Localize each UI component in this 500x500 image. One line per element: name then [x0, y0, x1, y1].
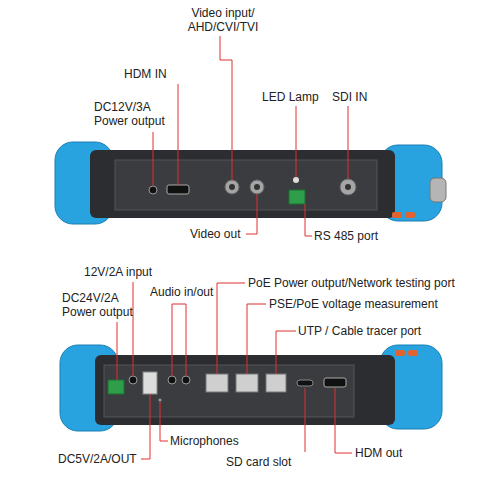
button — [405, 212, 415, 218]
microphone — [159, 399, 162, 402]
leader-line — [160, 402, 168, 441]
callout-label: Microphones — [170, 434, 239, 448]
callout-label: DC5V/2A/OUT — [58, 452, 137, 466]
callout-label: DC24V/2A Power output — [62, 291, 136, 319]
port-panel — [115, 160, 377, 210]
callout-label: UTP / Cable tracer port — [298, 324, 421, 338]
terminal-block — [108, 380, 124, 394]
callout-label: PoE Power output/Network testing port — [248, 276, 455, 290]
callout-label: 12V/2A input — [84, 265, 152, 279]
leader-line — [217, 283, 245, 374]
leader-line — [305, 388, 306, 452]
leader-line — [172, 304, 186, 376]
callout-label: LED Lamp — [262, 90, 319, 104]
leader-line — [246, 194, 257, 234]
leader-line — [153, 132, 154, 186]
leader-line — [335, 388, 352, 453]
leader-line — [305, 204, 312, 236]
callout-label: HDM IN — [124, 67, 167, 81]
callout-label: Audio in/out — [150, 285, 213, 299]
callout-label: Video out — [190, 227, 241, 241]
hdmi-port — [324, 378, 346, 387]
callout-label: Video input/ AHD/CVI/TVI — [182, 6, 264, 34]
leader-line — [348, 106, 349, 179]
sd-slot — [297, 380, 313, 386]
button — [395, 350, 405, 356]
callout-label: HDM out — [355, 446, 402, 460]
device-body — [95, 355, 395, 425]
bnc-port — [250, 180, 264, 194]
leader-line — [133, 282, 134, 376]
led — [293, 177, 299, 183]
leader-line — [220, 36, 232, 180]
terminal-block — [289, 190, 305, 204]
button — [408, 350, 418, 356]
leader-line — [296, 106, 297, 177]
callout-label: RS 485 port — [314, 229, 378, 243]
tester-top-view — [55, 142, 446, 224]
dc-jack — [129, 376, 137, 384]
callout-label: SDI IN — [332, 90, 367, 104]
rj45-port — [206, 374, 228, 392]
port-panel — [104, 365, 354, 417]
knob — [430, 178, 446, 202]
leader-line — [117, 322, 118, 380]
dc-jack — [149, 186, 157, 194]
audio-jack — [182, 376, 190, 384]
rj45-port — [236, 374, 258, 392]
bnc-pin — [254, 184, 260, 190]
callout-label: PSE/PoE voltage measurement — [269, 297, 438, 311]
callout-label: DC12V/3A Power output — [94, 100, 174, 128]
hdmi-port — [167, 185, 189, 194]
usb-port — [143, 372, 157, 394]
rj45-port — [266, 374, 286, 392]
bnc-pin — [229, 184, 235, 190]
leader-lines — [117, 36, 352, 459]
bnc-port — [225, 180, 239, 194]
device-body — [90, 150, 395, 218]
button — [392, 212, 402, 218]
leader-line — [276, 331, 296, 374]
bnc-pin — [345, 184, 351, 190]
leader-line — [178, 84, 179, 185]
leader-line — [141, 394, 150, 459]
leader-line — [247, 304, 266, 374]
bnc-port — [340, 179, 356, 195]
callout-label: SD card slot — [226, 455, 291, 469]
audio-jack — [168, 376, 176, 384]
